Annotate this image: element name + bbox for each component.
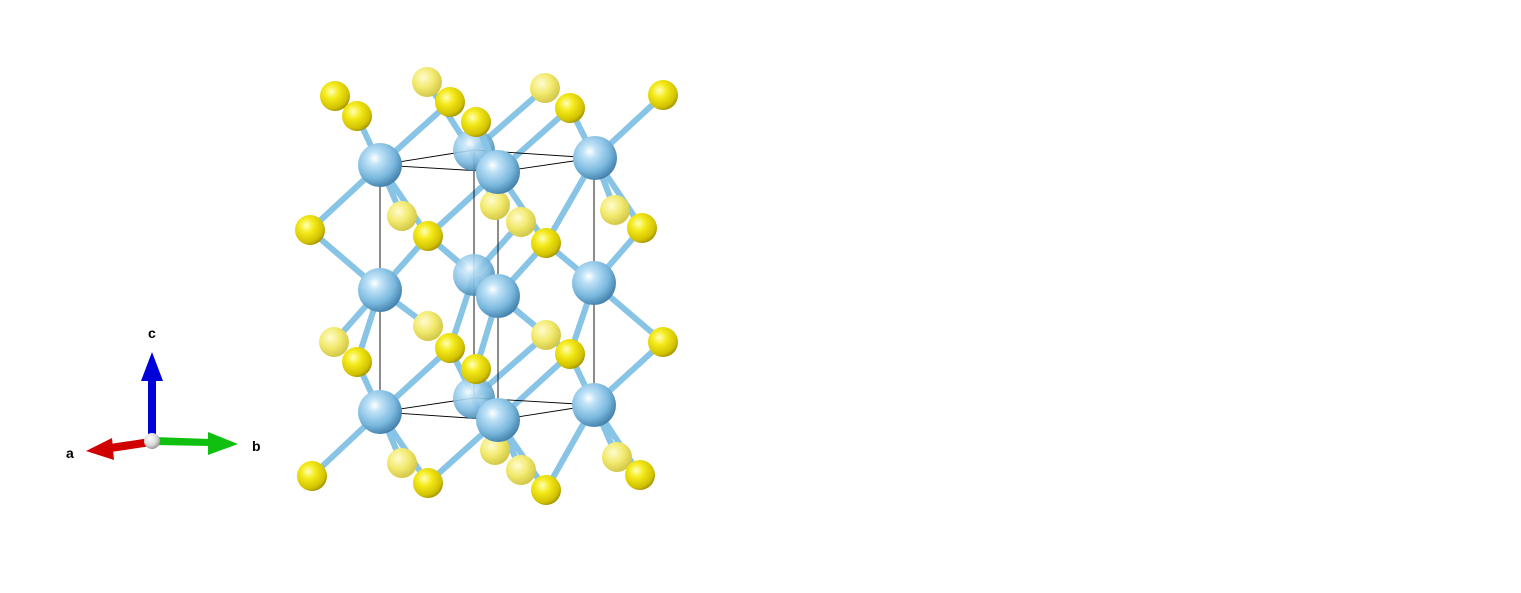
anion-atom bbox=[530, 73, 560, 103]
anion-atom bbox=[435, 333, 465, 363]
metal-atom bbox=[358, 390, 402, 434]
anion-atom bbox=[531, 228, 561, 258]
metal-atom bbox=[476, 398, 520, 442]
anion-atom bbox=[342, 347, 372, 377]
a-axis-head bbox=[86, 438, 114, 460]
anion-atom bbox=[387, 448, 417, 478]
anion-atom bbox=[435, 87, 465, 117]
b-axis-head bbox=[208, 432, 238, 455]
anion-atom bbox=[506, 455, 536, 485]
anion-atom bbox=[412, 67, 442, 97]
anion-atom bbox=[602, 442, 632, 472]
metal-atom bbox=[572, 383, 616, 427]
anion-atom bbox=[531, 475, 561, 505]
metal-atom bbox=[358, 143, 402, 187]
anion-atom bbox=[295, 215, 325, 245]
anion-atom bbox=[342, 101, 372, 131]
c-axis-shaft bbox=[148, 378, 156, 440]
back-anion-atoms bbox=[319, 67, 632, 485]
b-axis-label: b bbox=[252, 438, 261, 454]
anion-atom bbox=[387, 201, 417, 231]
b-axis-arrow bbox=[154, 432, 238, 455]
anion-atom bbox=[413, 221, 443, 251]
anion-atom bbox=[461, 354, 491, 384]
axes-legend: c b a bbox=[66, 325, 261, 461]
a-axis-arrow bbox=[86, 438, 151, 460]
c-axis-arrow bbox=[141, 352, 163, 440]
anion-atom bbox=[506, 207, 536, 237]
anion-atom bbox=[648, 80, 678, 110]
c-axis-label: c bbox=[148, 325, 156, 341]
front-anion-atoms bbox=[295, 80, 678, 505]
anion-atom bbox=[297, 461, 327, 491]
anion-atom bbox=[413, 311, 443, 341]
anion-atom bbox=[531, 320, 561, 350]
anion-atom bbox=[555, 93, 585, 123]
anion-atom bbox=[320, 81, 350, 111]
anion-atom bbox=[648, 327, 678, 357]
a-axis-label: a bbox=[66, 445, 74, 461]
anion-atom bbox=[600, 195, 630, 225]
anion-atom bbox=[625, 460, 655, 490]
anion-atom bbox=[480, 190, 510, 220]
anion-atom bbox=[413, 468, 443, 498]
anion-atom bbox=[627, 213, 657, 243]
b-axis-shaft bbox=[154, 437, 210, 446]
front-metal-atoms bbox=[358, 136, 617, 434]
metal-atom bbox=[476, 274, 520, 318]
metal-atom bbox=[476, 150, 520, 194]
crystal-structure bbox=[295, 67, 678, 505]
metal-atom bbox=[572, 261, 616, 305]
anion-atom bbox=[555, 339, 585, 369]
a-axis-shaft bbox=[110, 438, 151, 452]
metal-atom bbox=[573, 136, 617, 180]
c-axis-head bbox=[141, 352, 163, 381]
origin-sphere bbox=[144, 433, 160, 449]
anion-atom bbox=[461, 107, 491, 137]
front-column bbox=[461, 107, 520, 442]
anion-atom bbox=[480, 435, 510, 465]
metal-atom bbox=[358, 268, 402, 312]
anion-atom bbox=[319, 327, 349, 357]
